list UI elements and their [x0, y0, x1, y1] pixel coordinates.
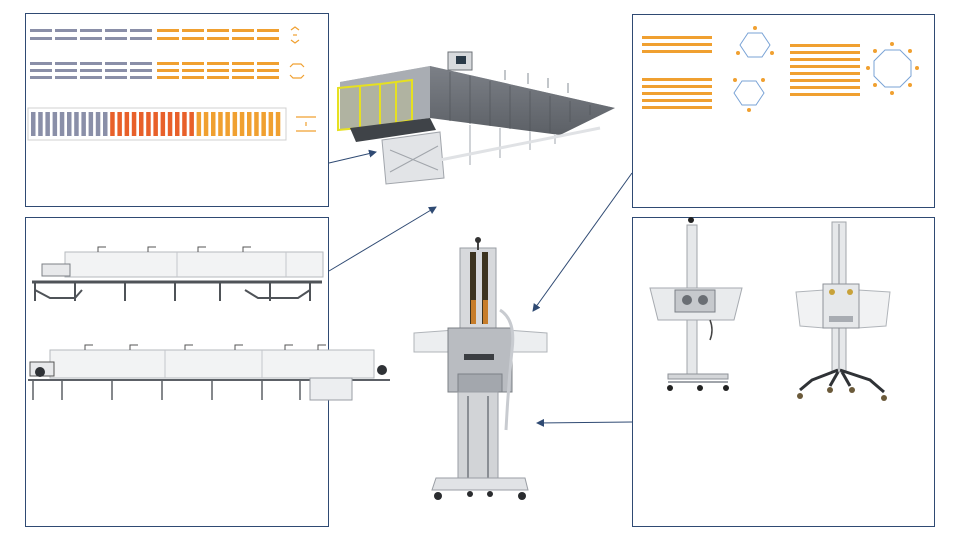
layout-bar — [225, 112, 230, 136]
control-screen — [456, 56, 466, 64]
octagon-icon — [866, 42, 919, 95]
arrow-icon — [536, 418, 633, 427]
layout-bar — [189, 112, 194, 136]
layout-row-2 — [30, 62, 305, 79]
oven-base-rail — [439, 126, 601, 162]
arrow-icon — [532, 172, 633, 312]
panel-bottom-right-lift-units — [632, 217, 935, 527]
end-view-icon-1 — [290, 26, 300, 44]
lift-stand-left — [649, 217, 743, 391]
hexagon-icon — [733, 78, 765, 112]
layout-bar — [153, 112, 158, 136]
layout-bar — [268, 112, 274, 136]
oven-side-wall — [430, 66, 615, 135]
panel-top-right-arrangement-diagrams — [632, 14, 935, 208]
layout-bar — [131, 112, 137, 136]
lift-rail-left — [470, 252, 476, 324]
lift-rail-right — [482, 252, 488, 324]
base-wheels — [434, 491, 526, 500]
layout-bar — [218, 112, 223, 136]
oven-front-face — [340, 66, 430, 130]
layout-bar — [124, 112, 130, 136]
layout-bar — [95, 112, 101, 136]
lift-base — [431, 477, 529, 491]
head-slot — [464, 354, 494, 360]
layout-bar — [247, 112, 252, 136]
lift-stand-right — [795, 221, 891, 401]
conveyor-belt — [350, 118, 436, 142]
layout-bar — [74, 112, 79, 136]
layout-row-3 — [27, 107, 316, 141]
safety-guard — [337, 78, 413, 132]
layout-bar — [52, 112, 58, 136]
arrow-icon — [328, 206, 437, 272]
layout-bar — [261, 112, 266, 136]
hexagon-icon — [736, 26, 774, 58]
layout-bar — [139, 112, 144, 136]
layout-bar — [203, 112, 209, 136]
oven-side-lower — [28, 344, 390, 401]
layout-bar — [31, 112, 36, 136]
layout-bar — [211, 112, 216, 136]
end-view-icon-2 — [289, 63, 305, 79]
stack-small-bottom — [642, 78, 712, 109]
layout-bar — [160, 112, 166, 136]
infeed-stand — [381, 131, 445, 185]
layout-bar — [81, 112, 86, 136]
panel-top-left-layout-diagrams — [25, 13, 329, 207]
layout-bar — [88, 112, 94, 136]
end-view-icon-3 — [296, 116, 316, 132]
arrow-icon — [328, 149, 377, 164]
layout-bar — [167, 112, 173, 136]
stack-small-top — [642, 36, 712, 53]
layout-bar — [67, 112, 72, 136]
oven-side-upper — [32, 246, 324, 301]
lift-top-knob — [475, 237, 481, 243]
layout-row-1 — [30, 26, 300, 44]
layout-bar — [182, 112, 187, 136]
layout-bar — [175, 112, 180, 136]
layout-bar — [232, 112, 238, 136]
layout-bar — [254, 112, 259, 136]
layout-bar — [275, 112, 281, 136]
exhaust-vents — [504, 70, 569, 93]
layout-bar — [38, 112, 43, 136]
layout-bar — [45, 112, 50, 136]
layout-bar — [103, 112, 108, 136]
layout-bar — [146, 112, 151, 136]
layout-bar — [239, 112, 245, 136]
layout-bar — [59, 112, 65, 136]
layout-bar — [117, 112, 122, 136]
stack-large — [790, 44, 860, 96]
hose — [499, 308, 515, 431]
layout-bar — [196, 112, 202, 136]
layout-bar — [110, 112, 115, 136]
